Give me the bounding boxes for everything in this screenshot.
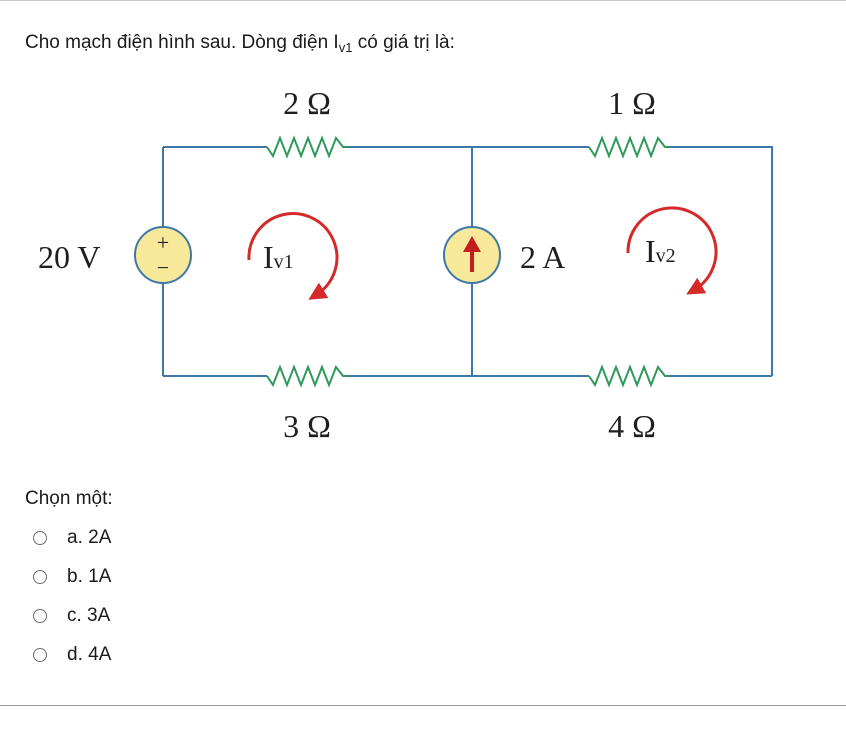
current-source bbox=[443, 226, 501, 284]
label-r-top-right: 1 Ω bbox=[608, 85, 656, 121]
label-loop1: Iv1 bbox=[263, 239, 294, 275]
label-r-top-left: 2 Ω bbox=[283, 85, 331, 121]
answer-option-label: b. 1A bbox=[67, 565, 112, 587]
label-loop2-sub: v2 bbox=[656, 245, 676, 267]
question-text-after: có giá trị là: bbox=[352, 32, 455, 53]
resistor-bottom-right bbox=[588, 364, 670, 388]
answer-option-d[interactable]: d. 4A bbox=[33, 635, 111, 674]
loop-arrow-2 bbox=[626, 206, 718, 295]
label-r-bottom-right: 4 Ω bbox=[608, 408, 656, 444]
circuit-wires bbox=[162, 146, 773, 377]
resistors bbox=[266, 135, 670, 388]
radio-button-b[interactable] bbox=[33, 569, 47, 584]
voltage-source-plus: + bbox=[157, 230, 169, 255]
wire-top-right-b bbox=[670, 146, 773, 376]
label-loop2-main: I bbox=[645, 233, 656, 269]
arrow-up-icon bbox=[463, 236, 481, 252]
resistor-bottom-left bbox=[266, 364, 347, 388]
radio-button-c[interactable] bbox=[33, 608, 47, 623]
circuit-diagram: 2 Ω 1 Ω 3 Ω 4 Ω + − 20 V 2 A Iv1 Iv2 bbox=[38, 85, 773, 444]
answer-prompt: Chọn một: bbox=[25, 488, 113, 509]
answer-options: a. 2A b. 1A c. 3A d. 4A bbox=[33, 518, 111, 674]
label-current-source: 2 A bbox=[520, 239, 565, 275]
answer-option-label: d. 4A bbox=[67, 643, 112, 665]
label-voltage-source: 20 V bbox=[38, 239, 101, 275]
answer-option-label: c. 3A bbox=[67, 604, 111, 626]
question-subscript: v1 bbox=[338, 40, 353, 55]
answer-option-label: a. 2A bbox=[67, 526, 112, 548]
loop-current-2: Iv2 bbox=[626, 206, 718, 295]
voltage-source: + − bbox=[134, 226, 192, 284]
question-text-before: Cho mạch điện hình sau. Dòng điện I bbox=[25, 32, 339, 53]
label-loop1-main: I bbox=[263, 239, 274, 275]
answer-option-b[interactable]: b. 1A bbox=[33, 557, 111, 596]
resistor-top-right bbox=[588, 135, 670, 159]
question-text: Cho mạch điện hình sau. Dòng điện Iv1 có… bbox=[25, 30, 455, 56]
label-r-bottom-left: 3 Ω bbox=[283, 408, 331, 444]
loop-current-1: Iv1 bbox=[247, 212, 339, 300]
answer-option-c[interactable]: c. 3A bbox=[33, 596, 111, 635]
label-loop1-sub: v1 bbox=[274, 251, 294, 273]
radio-button-d[interactable] bbox=[33, 647, 47, 662]
voltage-source-circle bbox=[134, 226, 192, 284]
voltage-source-minus: − bbox=[157, 255, 169, 280]
answer-option-a[interactable]: a. 2A bbox=[33, 518, 111, 557]
bottom-divider bbox=[0, 705, 846, 706]
radio-button-a[interactable] bbox=[33, 530, 47, 545]
top-divider bbox=[0, 0, 846, 1]
label-loop2: Iv2 bbox=[645, 233, 676, 269]
resistor-top-left bbox=[266, 135, 347, 159]
loop-arrow-1 bbox=[247, 212, 339, 300]
